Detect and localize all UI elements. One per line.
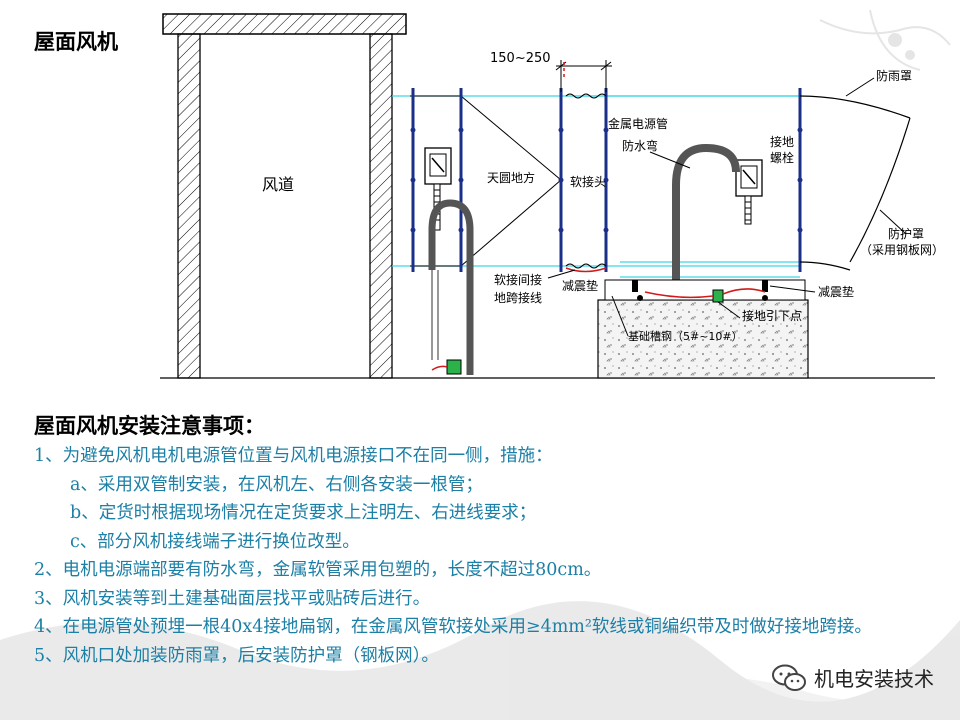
page-title: 屋面风机 (34, 29, 118, 54)
metal-conduit-label: 金属电源管 (608, 116, 668, 131)
concrete-foundation (597, 299, 809, 379)
roof-fan-installation-diagram: 风道 150~25 (160, 13, 944, 379)
duct-structure (162, 13, 407, 379)
guard-leader (879, 209, 907, 235)
rain-hood-label: 防雨罩 (876, 68, 912, 83)
notes-title: 屋面风机安装注意事项： (34, 413, 265, 438)
duct-label: 风道 (262, 175, 294, 194)
note-subitem: a、采用双管制安装，在风机左、右侧各安装一根管； (70, 474, 483, 495)
wechat-icon (772, 664, 806, 691)
flexible-joint-label: 软接头 (570, 174, 606, 189)
rain-hood (799, 95, 911, 271)
soft-joint-wire-label-1: 软接间接 (494, 272, 542, 287)
guard-label-2: （采用钢板网） (860, 243, 944, 257)
damper-left-label: 减震垫 (562, 278, 598, 293)
note-subitem: b、定货时根据现场情况在定货要求上注明左、右进线要求； (70, 503, 537, 523)
soft-joint-ground-wire (565, 267, 607, 273)
note-item: 2、电机电源端部要有防水弯，金属软管采用包塑的，长度不超过80cm。 (34, 560, 602, 580)
dimension-marker (555, 60, 612, 92)
flange-bolts (410, 127, 803, 233)
note-item: 5、风机口处加装防雨罩，后安装防护罩（钢板网）。 (34, 645, 439, 666)
waterproof-bend-label: 防水弯 (622, 138, 658, 153)
base-channel-steel (604, 279, 806, 301)
rain-hood-leader (845, 77, 875, 97)
right-junction-box (735, 159, 763, 225)
transition-label: 天圆地方 (487, 170, 535, 185)
wechat-watermark: 机电安装技术 (772, 663, 934, 692)
anchor-bolts (632, 280, 768, 301)
left-grounding-box (431, 359, 462, 375)
ground-point-label: 接地引下点 (742, 308, 802, 323)
dimension-label: 150~250 (490, 51, 551, 66)
note-subitem: c、部分风机接线端子进行换位改型。 (70, 531, 360, 552)
watermark-text: 机电安装技术 (814, 667, 934, 691)
note-item: 3、风机安装等到土建基础面层找平或贴砖后进行。 (34, 588, 431, 609)
note-item: 1、为避免风机电机电源管位置与风机电源接口不在同一侧，措施： (34, 446, 553, 466)
right-power-conduit (672, 143, 740, 292)
base-channel-label: 基础槽钢（5#~10#） (628, 330, 743, 343)
guard-label-1: 防护罩 (888, 226, 924, 241)
ground-bolt-label-1: 接地 (770, 134, 794, 149)
note-item: 4、在电源管处预埋一根40x4接地扁钢，在金属风管软接处采用≥4mm²软线或铜编… (34, 617, 872, 637)
flexible-joint-waves (565, 93, 607, 269)
transition-piece-lines (410, 95, 562, 267)
left-power-conduit (428, 199, 474, 375)
left-junction-box (424, 147, 452, 231)
damper-right-label: 减震垫 (818, 284, 854, 299)
soft-joint-wire-label-2: 地跨接线 (494, 290, 542, 305)
ground-bolt-label-2: 螺栓 (770, 150, 794, 165)
installation-notes: 屋面风机安装注意事项： 1、为避免风机电机电源管位置与风机电源接口不在同一侧，措… (34, 410, 944, 670)
